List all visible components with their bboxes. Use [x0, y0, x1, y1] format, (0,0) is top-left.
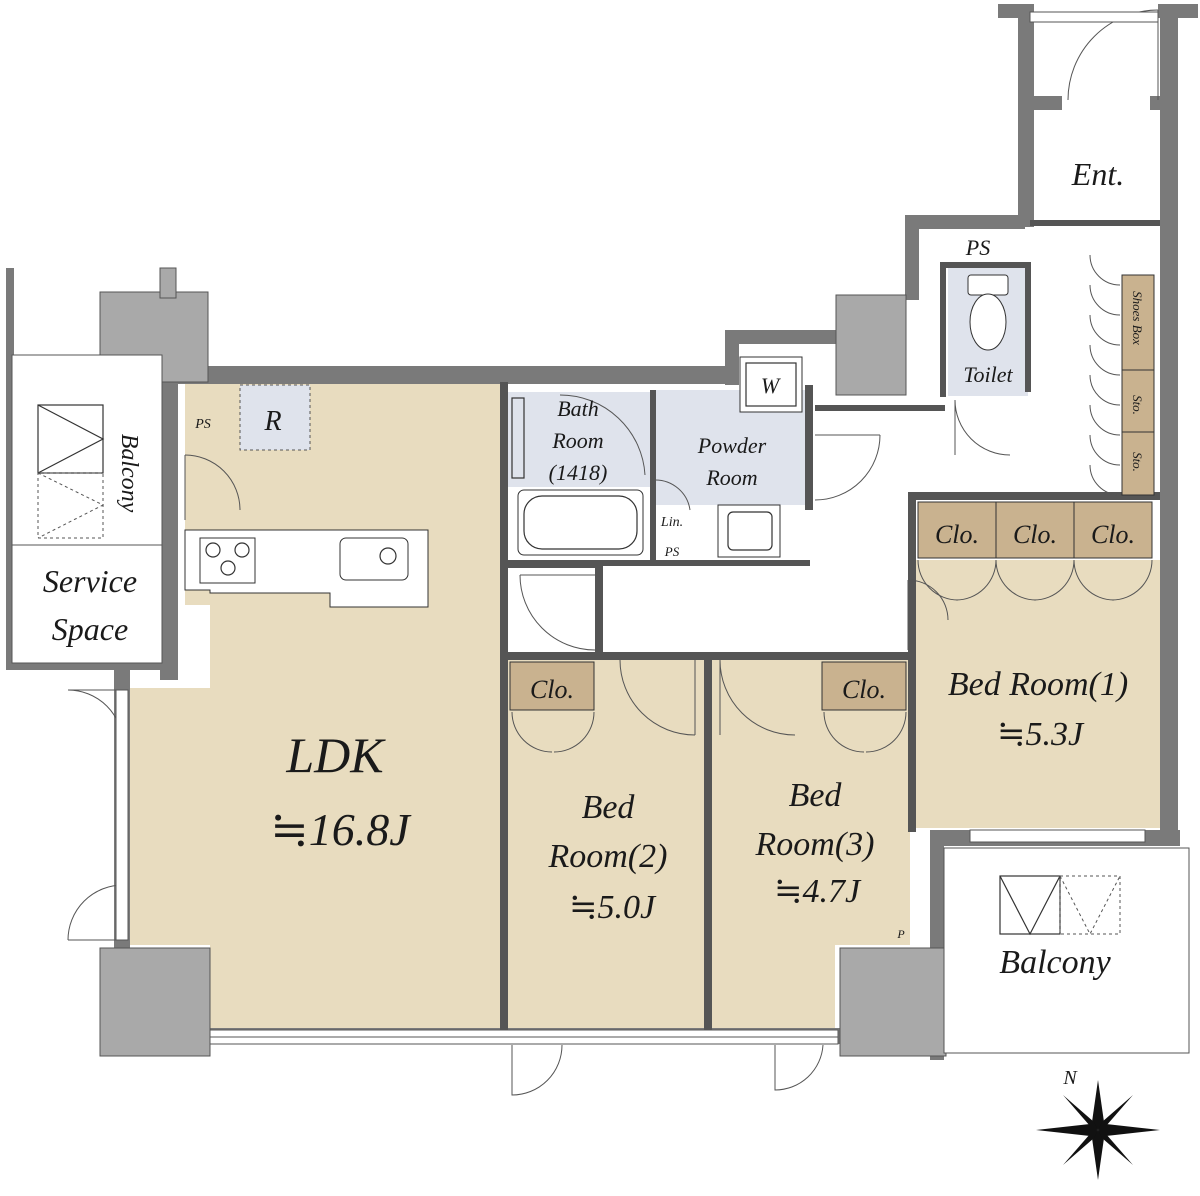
closet-doors: [511, 254, 1153, 753]
interior-partitions: [500, 220, 1160, 1032]
bedroom-1-size: ≒5.3J: [997, 716, 1085, 753]
ldk-size-label: ≒16.8J: [270, 804, 412, 855]
refrigerator-space: [240, 385, 310, 450]
bedroom-2-size: ≒5.0J: [569, 889, 657, 926]
north-label: N: [1062, 1067, 1078, 1089]
ps-label-powder: PS: [664, 544, 680, 559]
kitchen-counter: [184, 529, 429, 608]
left-balcony: [11, 354, 163, 664]
storage-label-2: Sto.: [1130, 452, 1145, 472]
ps-label-ldk: PS: [194, 417, 211, 432]
bedroom-3-floor: [712, 660, 910, 1030]
bath-room-floor: [508, 392, 653, 487]
bathtub: [511, 397, 644, 556]
bedroom-2-label-line2: Room(2): [548, 838, 668, 875]
toilet-label: Toilet: [963, 362, 1013, 387]
closet-label-bedroom3: Clo.: [842, 675, 886, 704]
closet-label-bedroom1-c: Clo.: [1091, 520, 1135, 549]
refrigerator-outline: [239, 384, 311, 451]
closet-label-bedroom2: Clo.: [530, 675, 574, 704]
right-balcony: [943, 847, 1190, 1054]
ps-label-toilet: PS: [965, 235, 990, 260]
shoes-box-label: Shoes Box: [1130, 291, 1145, 345]
closet-label-bedroom1-b: Clo.: [1013, 520, 1057, 549]
shoes-box: [1121, 274, 1155, 496]
balcony-label-left: Balcony: [116, 434, 142, 513]
balcony-label-right: Balcony: [999, 944, 1111, 981]
column-top-left-stem: [159, 267, 177, 299]
service-space-label-line1: Service: [43, 563, 137, 599]
column-bottom-left: [99, 947, 211, 1057]
toilet-fixture: [967, 274, 1009, 351]
bedroom-3-label-line2: Room(3): [755, 826, 875, 863]
bedroom-1-floor: [915, 560, 1160, 828]
bedroom-2-floor: [508, 660, 704, 1030]
closet-bedroom1-a: [917, 501, 997, 559]
column-bottom-right: [839, 947, 947, 1057]
closet-label-bedroom1-a: Clo.: [935, 520, 979, 549]
closet-bedroom2: [509, 661, 595, 711]
north-compass-icon: [1036, 1080, 1160, 1180]
powder-room-label-line2: Room: [705, 465, 757, 490]
bath-room-label-line2: Room: [551, 428, 603, 453]
washer-label: W: [761, 373, 781, 398]
refrigerator-label: R: [263, 406, 281, 437]
washbasin: [717, 504, 781, 558]
windows: [115, 11, 1159, 1045]
storage-label-1: Sto.: [1130, 395, 1145, 415]
service-space-label-line2: Space: [52, 611, 128, 647]
column-mid-top: [835, 294, 907, 396]
bedroom-3-size: ≒4.7J: [774, 873, 862, 910]
bedroom-2-label-line1: Bed: [582, 789, 636, 826]
bath-room-label-line3: (1418): [549, 460, 608, 485]
bedroom-3-label-line1: Bed: [789, 777, 843, 814]
entrance-label: Ent.: [1071, 156, 1124, 192]
closet-bedroom3: [821, 661, 907, 711]
pipe-label: P: [896, 927, 905, 941]
washing-machine: [739, 356, 803, 413]
ldk-floor: [128, 382, 500, 1030]
powder-room-label-line1: Powder: [697, 433, 767, 458]
bedroom-1-label: Bed Room(1): [948, 666, 1128, 703]
ldk-label: LDK: [285, 727, 386, 783]
linen-label: Lin.: [660, 515, 683, 530]
closet-bedroom1-c: [1073, 501, 1153, 559]
bath-room-label-line1: Bath: [557, 396, 599, 421]
